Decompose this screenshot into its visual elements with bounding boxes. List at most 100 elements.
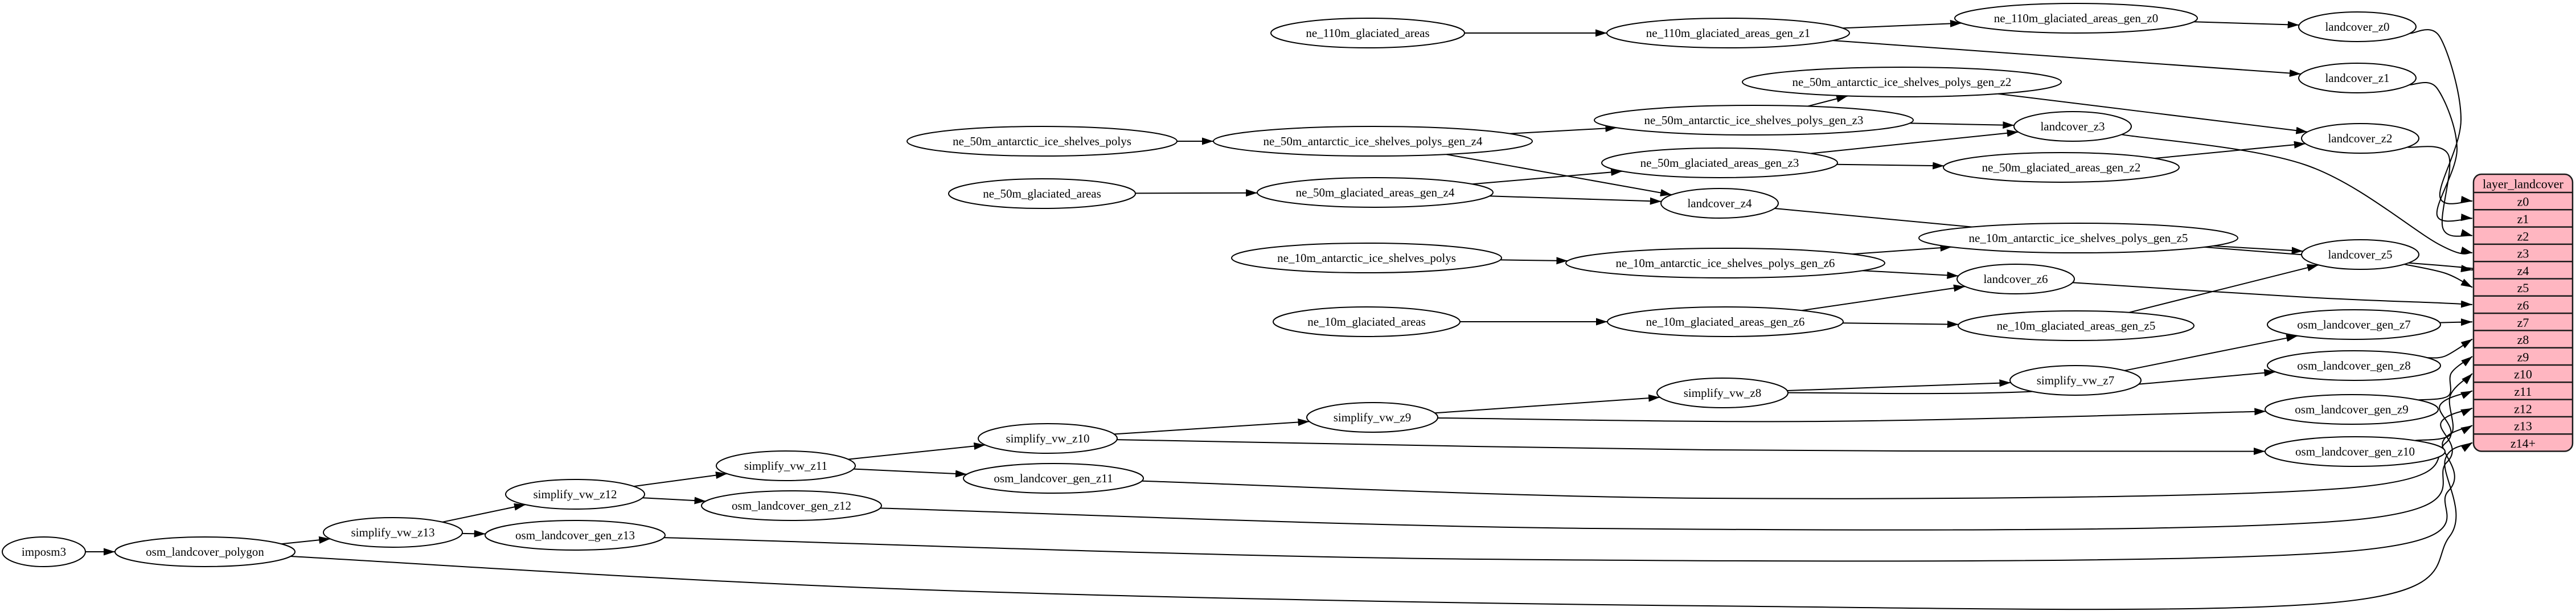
node-ne_50m_antarctic_ice_shelves_polys: ne_50m_antarctic_ice_shelves_polys [906, 126, 1178, 157]
edge-ne_50m_glaciated_areas_gen_z3-to-ne_50m_glaciated_areas_gen_z2 [1836, 162, 1945, 170]
edge-landcover_z5-to-layer-row-z5 [2404, 264, 2473, 288]
node-ellipse-ne_50m_glaciated_areas_gen_z2 [1943, 152, 2180, 183]
edge-ne_10m_antarctic_ice_shelves_polys_gen_z5-to-landcover_z5 [2213, 245, 2303, 255]
edge-landcover_z4-to-layer-row-z4 [1774, 208, 2478, 273]
node-ne_50m_antarctic_ice_shelves_polys_gen_z2: ne_50m_antarctic_ice_shelves_polys_gen_z… [1742, 67, 2062, 97]
edge-osm_landcover_gen_z8-to-layer-row-z8 [2427, 338, 2473, 359]
node-ellipse-ne_50m_antarctic_ice_shelves_polys_gen_z3 [1594, 105, 1914, 136]
node-ellipse-ne_10m_antarctic_ice_shelves_polys [1231, 243, 1502, 273]
node-ne_10m_antarctic_ice_shelves_polys_gen_z5: ne_10m_antarctic_ice_shelves_polys_gen_z… [1918, 223, 2238, 253]
node-ne_50m_glaciated_areas_gen_z2: ne_50m_glaciated_areas_gen_z2 [1943, 152, 2180, 183]
node-ellipse-osm_landcover_gen_z10 [2265, 436, 2446, 467]
edge-simplify_vw_z13-to-simplify_vw_z12 [442, 503, 526, 523]
node-ellipse-ne_50m_glaciated_areas [948, 178, 1136, 209]
node-ellipse-simplify_vw_z10 [978, 423, 1118, 454]
node-label-ne_10m_glaciated_areas_gen_z6: ne_10m_glaciated_areas_gen_z6 [1646, 315, 1805, 329]
edge-landcover_z2-to-layer-row-z2 [2407, 146, 2473, 237]
node-ne_50m_glaciated_areas_gen_z4: ne_50m_glaciated_areas_gen_z4 [1257, 177, 1494, 208]
node-label-ne_50m_antarctic_ice_shelves_polys_gen_z4: ne_50m_antarctic_ice_shelves_polys_gen_z… [1264, 134, 1483, 148]
edge-landcover_z3-to-layer-row-z3 [2121, 134, 2473, 255]
node-simplify_vw_z10: simplify_vw_z10 [978, 423, 1118, 454]
node-label-simplify_vw_z10: simplify_vw_z10 [1006, 432, 1090, 445]
node-ellipse-landcover_z5 [2301, 239, 2419, 270]
edge-simplify_vw_z9-to-simplify_vw_z8 [1434, 394, 1660, 414]
table-row-z6: z6 [2517, 298, 2529, 312]
node-osm_landcover_gen_z9: osm_landcover_gen_z9 [2265, 394, 2439, 425]
node-ne_10m_glaciated_areas_gen_z5: ne_10m_glaciated_areas_gen_z5 [1958, 310, 2194, 341]
edge-simplify_vw_z8-to-osm_landcover_gen_z8 [1787, 369, 2276, 395]
node-simplify_vw_z12: simplify_vw_z12 [505, 479, 645, 510]
node-label-landcover_z0: landcover_z0 [2325, 20, 2389, 34]
edge-ne_50m_antarctic_ice_shelves_polys_gen_z3-to-landcover_z3 [1909, 121, 2015, 129]
node-ellipse-osm_landcover_gen_z13 [485, 520, 666, 551]
node-ellipse-ne_50m_antarctic_ice_shelves_polys_gen_z2 [1742, 67, 2062, 97]
node-label-osm_landcover_gen_z10: osm_landcover_gen_z10 [2295, 445, 2415, 458]
edge-ne_10m_antarctic_ice_shelves_polys_gen_z6-to-landcover_z6 [1862, 270, 1959, 279]
node-osm_landcover_gen_z7: osm_landcover_gen_z7 [2267, 309, 2441, 340]
node-landcover_z4: landcover_z4 [1660, 188, 1779, 219]
edge-ne_50m_antarctic_ice_shelves_polys_gen_z4-to-ne_50m_antarctic_ice_shelves_polys_gen_z3 [1509, 124, 1617, 134]
node-ellipse-landcover_z0 [2298, 11, 2417, 42]
edge-ne_10m_glaciated_areas_gen_z5-to-landcover_z5 [2128, 264, 2319, 313]
node-label-ne_10m_glaciated_areas: ne_10m_glaciated_areas [1307, 315, 1426, 329]
node-label-osm_landcover_gen_z13: osm_landcover_gen_z13 [515, 528, 635, 542]
table-row-z13: z13 [2514, 419, 2532, 433]
table-row-z11: z11 [2515, 384, 2532, 399]
node-ellipse-simplify_vw_z9 [1306, 402, 1438, 433]
node-label-landcover_z5: landcover_z5 [2328, 248, 2392, 261]
node-ellipse-simplify_vw_z7 [2009, 365, 2142, 396]
node-label-osm_landcover_gen_z7: osm_landcover_gen_z7 [2297, 318, 2410, 331]
node-label-ne_110m_glaciated_areas: ne_110m_glaciated_areas [1306, 26, 1429, 40]
node-label-simplify_vw_z7: simplify_vw_z7 [2037, 374, 2115, 387]
node-landcover_z2: landcover_z2 [2301, 123, 2419, 154]
node-simplify_vw_z11: simplify_vw_z11 [716, 450, 856, 481]
edge-simplify_vw_z10-to-osm_landcover_gen_z10 [1117, 439, 2266, 456]
node-ellipse-ne_10m_glaciated_areas [1273, 306, 1461, 337]
node-osm_landcover_polygon: osm_landcover_polygon [114, 536, 296, 567]
node-osm_landcover_gen_z10: osm_landcover_gen_z10 [2265, 436, 2446, 467]
table-row-z7: z7 [2517, 315, 2529, 330]
node-ellipse-ne_50m_antarctic_ice_shelves_polys_gen_z4 [1213, 126, 1533, 157]
node-label-ne_50m_antarctic_ice_shelves_polys_gen_z3: ne_50m_antarctic_ice_shelves_polys_gen_z… [1644, 113, 1864, 127]
edge-ne_50m_glaciated_areas_gen_z2-to-landcover_z2 [2154, 141, 2306, 159]
table-row-z3: z3 [2517, 247, 2529, 261]
edge-simplify_vw_z10-to-simplify_vw_z9 [1114, 419, 1310, 435]
node-ne_10m_antarctic_ice_shelves_polys_gen_z6: ne_10m_antarctic_ice_shelves_polys_gen_z… [1565, 248, 1885, 278]
node-osm_landcover_gen_z12: osm_landcover_gen_z12 [701, 490, 882, 521]
edge-ne_10m_antarctic_ice_shelves_polys-to-ne_10m_antarctic_ice_shelves_polys_gen_z6 [1500, 257, 1568, 265]
node-label-ne_50m_glaciated_areas_gen_z3: ne_50m_glaciated_areas_gen_z3 [1640, 156, 1799, 170]
node-ellipse-ne_10m_glaciated_areas_gen_z5 [1958, 310, 2194, 341]
node-label-ne_10m_antarctic_ice_shelves_polys_gen_z6: ne_10m_antarctic_ice_shelves_polys_gen_z… [1616, 256, 1835, 270]
node-ellipse-simplify_vw_z8 [1656, 378, 1789, 408]
node-label-ne_110m_glaciated_areas_gen_z0: ne_110m_glaciated_areas_gen_z0 [1994, 11, 2158, 25]
node-label-simplify_vw_z8: simplify_vw_z8 [1684, 386, 1762, 400]
layer-landcover-table: layer_landcoverz0z1z2z3z4z5z6z7z8z9z10z1… [2472, 173, 2574, 452]
edge-osm_landcover_gen_z11-to-layer-row-z11 [1142, 390, 2473, 499]
node-ellipse-simplify_vw_z11 [716, 450, 856, 481]
table-row-z4: z4 [2517, 264, 2529, 278]
node-simplify_vw_z13: simplify_vw_z13 [323, 517, 463, 548]
node-label-osm_landcover_gen_z12: osm_landcover_gen_z12 [732, 499, 851, 512]
node-simplify_vw_z9: simplify_vw_z9 [1306, 402, 1438, 433]
edge-ne_110m_glaciated_areas_gen_z1-to-landcover_z1 [1832, 40, 2301, 77]
node-label-osm_landcover_gen_z9: osm_landcover_gen_z9 [2295, 403, 2408, 416]
edge-ne_50m_glaciated_areas_gen_z4-to-landcover_z4 [1489, 195, 1662, 205]
node-ellipse-simplify_vw_z12 [505, 479, 645, 510]
node-ellipse-ne_10m_glaciated_areas_gen_z6 [1607, 306, 1844, 337]
table-row-z2: z2 [2517, 229, 2529, 243]
edge-ne_10m_glaciated_areas_gen_z6-to-ne_10m_glaciated_areas_gen_z5 [1843, 320, 1959, 328]
node-label-simplify_vw_z13: simplify_vw_z13 [351, 526, 435, 539]
node-ne_10m_glaciated_areas: ne_10m_glaciated_areas [1273, 306, 1461, 337]
node-label-osm_landcover_gen_z11: osm_landcover_gen_z11 [994, 471, 1113, 485]
node-ellipse-osm_landcover_gen_z11 [963, 463, 1144, 494]
layer-landcover-table-title: layer_landcover [2483, 177, 2563, 191]
node-osm_landcover_gen_z13: osm_landcover_gen_z13 [485, 520, 666, 551]
node-label-ne_50m_antarctic_ice_shelves_polys_gen_z2: ne_50m_antarctic_ice_shelves_polys_gen_z… [1792, 75, 2012, 89]
table-row-z8: z8 [2517, 333, 2529, 347]
node-ellipse-ne_10m_antarctic_ice_shelves_polys_gen_z6 [1565, 248, 1885, 278]
edge-simplify_vw_z8-to-simplify_vw_z7 [1787, 379, 2011, 391]
node-label-ne_10m_glaciated_areas_gen_z5: ne_10m_glaciated_areas_gen_z5 [1997, 319, 2156, 333]
node-ne_10m_glaciated_areas_gen_z6: ne_10m_glaciated_areas_gen_z6 [1607, 306, 1844, 337]
